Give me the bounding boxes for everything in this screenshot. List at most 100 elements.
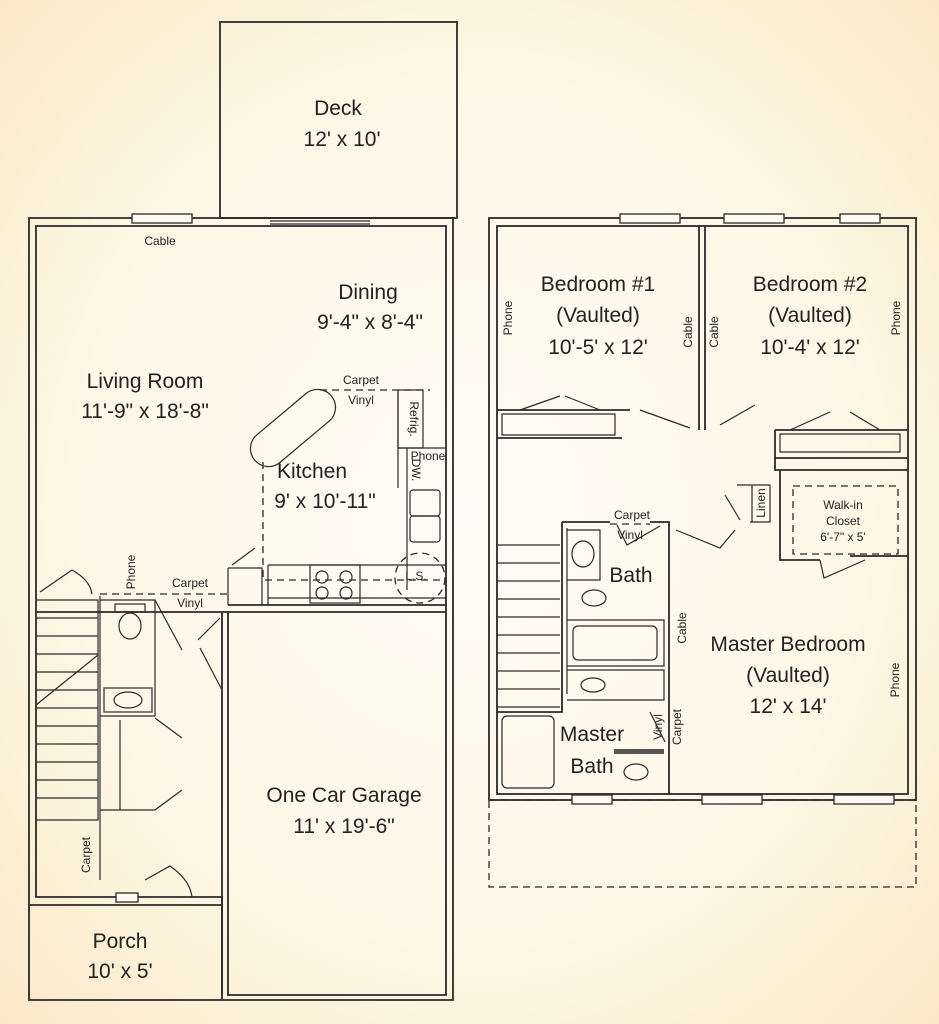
garage-size: 11' x 19'-6" <box>293 815 394 838</box>
closet-label: Walk-in <box>823 498 863 512</box>
window <box>115 892 139 903</box>
carpet-label: Carpet <box>172 576 209 590</box>
carpet-label: Carpet <box>614 508 651 522</box>
phone-label: Phone <box>888 662 902 697</box>
flooring-divider <box>262 389 446 581</box>
pantry <box>227 567 263 605</box>
phone-label: Phone <box>889 300 903 335</box>
vinyl-label: Vinyl <box>617 528 643 542</box>
window <box>571 794 613 805</box>
phone-label: Phone <box>501 300 515 335</box>
refrigerator <box>397 389 424 449</box>
bedroom1-note: (Vaulted) <box>556 304 640 327</box>
door-swing <box>519 395 881 431</box>
house-outer-wall <box>28 217 454 1001</box>
lazy-susan <box>394 552 446 604</box>
upper-inner-wall <box>496 225 909 795</box>
linen-closet <box>737 484 771 523</box>
living-room-size: 11'-9" x 18'-8" <box>81 400 209 423</box>
dining-label: Dining <box>338 281 398 304</box>
front-door <box>144 865 193 898</box>
sink <box>113 691 143 709</box>
stove <box>309 564 361 604</box>
vinyl-label: Vinyl <box>651 714 665 740</box>
master-bath-label: Master <box>560 723 624 746</box>
toilet <box>571 540 595 568</box>
living-room-label: Living Room <box>87 370 204 393</box>
deck-label: Deck <box>314 97 362 120</box>
carpet-label: Carpet <box>79 836 93 873</box>
vinyl-label: Vinyl <box>348 393 374 407</box>
toilet <box>581 589 607 607</box>
door-swing <box>616 524 736 743</box>
carpet-label: Carpet <box>343 373 380 387</box>
stairs <box>35 599 99 821</box>
kitchen-size: 9' x 10'-11" <box>274 490 375 513</box>
window <box>701 794 763 805</box>
bedroom2-label: Bedroom #2 <box>753 273 867 296</box>
bath-label: Bath <box>609 564 652 587</box>
door-swing <box>819 559 866 579</box>
door-swing <box>231 547 256 566</box>
garage-label: One Car Garage <box>266 784 421 807</box>
bedroom1-size: 10'-5' x 12' <box>548 336 648 359</box>
bathtub <box>572 625 658 661</box>
bath-walls <box>497 521 670 795</box>
shower <box>501 715 555 789</box>
half-wall <box>614 749 664 754</box>
stairs <box>497 544 560 708</box>
cable-label: Cable <box>144 234 176 248</box>
window <box>723 213 785 224</box>
master-bedroom-size: 12' x 14' <box>750 695 827 718</box>
door-swing <box>39 569 93 595</box>
deck-size: 12' x 10' <box>304 128 381 151</box>
closet-shelf <box>792 485 899 555</box>
carpet-label: Carpet <box>670 708 684 745</box>
window <box>833 794 895 805</box>
bedroom-walls <box>497 226 908 471</box>
cable-label: Cable <box>707 316 721 348</box>
door-swing <box>724 494 741 521</box>
bedroom1-label: Bedroom #1 <box>541 273 655 296</box>
closet-label: Closet <box>826 514 861 528</box>
sink-basin <box>409 489 441 517</box>
phone-label: Phone <box>411 449 446 463</box>
lazy-susan-label: L.S. <box>405 569 426 583</box>
lower-roof-outline <box>488 799 917 888</box>
burner <box>315 570 329 584</box>
sink-basin <box>409 515 441 543</box>
bedroom2-note: (Vaulted) <box>768 304 852 327</box>
refrig-label: Refrig. <box>407 401 421 436</box>
window <box>839 213 881 224</box>
closet-wall <box>779 470 908 561</box>
sliding-door <box>270 220 370 225</box>
toilet <box>623 763 649 781</box>
garage-top-wall <box>228 604 446 613</box>
cable-label: Cable <box>675 612 689 644</box>
deck-outline <box>219 21 458 219</box>
kitchen-island <box>249 388 337 468</box>
master-bath-label: Bath <box>570 755 613 778</box>
cable-label: Cable <box>681 316 695 348</box>
burner <box>315 586 329 600</box>
toilet-tank <box>114 603 146 613</box>
dining-size: 9'-4" x 8'-4" <box>317 311 423 334</box>
closet-size: 6'-7" x 5' <box>820 530 866 544</box>
sink <box>580 677 606 693</box>
lower-level: Deck 12' x 10' Cable Dining 9'-4" x 8'-4… <box>28 21 458 1001</box>
bath-fixtures <box>566 528 665 701</box>
linen-label: Linen <box>754 488 768 517</box>
window <box>619 213 681 224</box>
closet-shelf <box>501 413 901 453</box>
vinyl-label: Vinyl <box>177 596 203 610</box>
porch-label: Porch <box>93 930 148 953</box>
window <box>131 213 193 224</box>
master-bedroom-label: Master Bedroom <box>710 633 865 656</box>
kitchen-label: Kitchen <box>277 460 347 483</box>
vanity <box>103 687 153 713</box>
burner <box>339 570 353 584</box>
bedroom2-size: 10'-4' x 12' <box>760 336 860 359</box>
burner <box>339 586 353 600</box>
door-swing <box>154 599 223 811</box>
